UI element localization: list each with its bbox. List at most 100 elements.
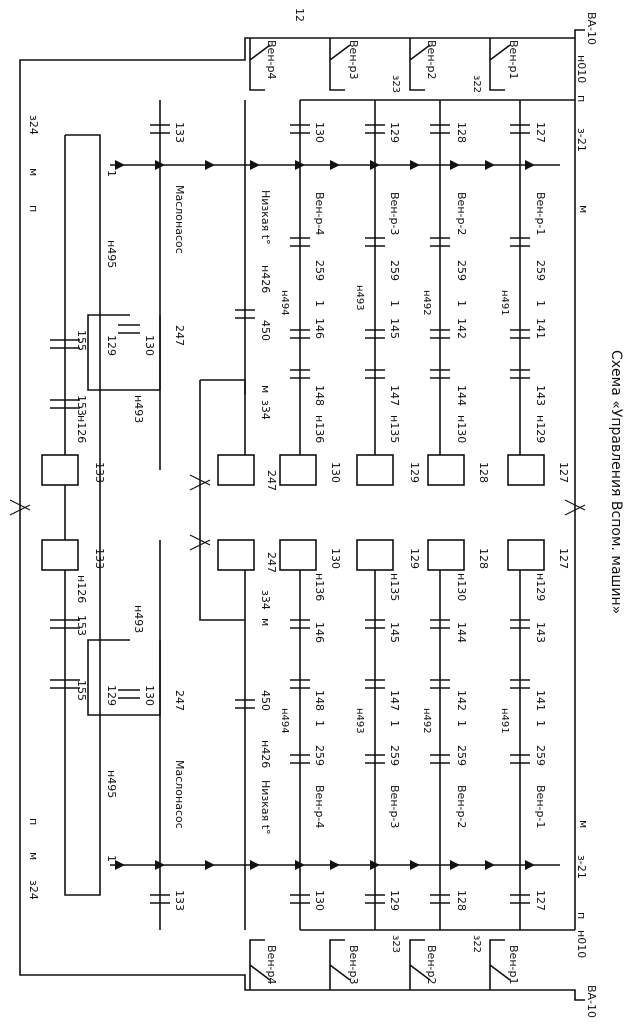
coil-129-label-top: 129 [408, 462, 421, 483]
m-label-left-top: м [27, 168, 40, 176]
contact-129-bottom: 129 [388, 890, 401, 911]
m-label-bottom: м [577, 820, 590, 828]
coil-133-label-bottom: 133 [93, 548, 106, 569]
switch-label-bottom-3: Вен-р3 [347, 945, 360, 984]
coil-130-top [279, 454, 317, 486]
row4-wire-top: н494 [279, 290, 290, 316]
low-temp-c1-top: 450 [259, 320, 272, 341]
switch-label-top-4: Вен-р4 [265, 40, 278, 79]
supply-label-bottom: ВА-10 [585, 985, 598, 1018]
m-label-top: м [577, 205, 590, 213]
p-label-top: п [575, 95, 588, 102]
row2-c1-bottom: 259 [455, 745, 468, 766]
low-temp-name-top: Низкая t° [259, 190, 272, 245]
switch-label-top-1: Вен-р1 [507, 40, 520, 79]
marker-z22-top: з22 [471, 75, 482, 93]
contact-128-top: 128 [455, 122, 468, 143]
coil-128-bottom [427, 539, 465, 571]
low-temp-row-top: Низкая t° н426 450 м з34 247 [199, 190, 278, 621]
bottom-labels: ВА-10 н010 п з-21 м з24 м п [27, 818, 598, 1018]
oil-pump-out-bottom: н126 [75, 575, 88, 603]
row2-c3-top: 142 [455, 318, 468, 339]
contact-133-bottom: 133 [173, 890, 186, 911]
low-temp-c3-top: з34 [259, 400, 272, 420]
bottom-rows: 127 н129 143 141 1 н491 259 Вен-р-1 128 … [279, 539, 570, 828]
low-temp-name-bottom: Низкая t° [259, 780, 272, 835]
coil-130-bottom [279, 539, 317, 571]
p-label-left-top: п [27, 205, 40, 212]
row1-out-bottom: н129 [534, 573, 547, 601]
coil-127-top [507, 454, 545, 486]
row2-out-top: н130 [455, 415, 468, 443]
row1-c1-top: 259 [534, 260, 547, 281]
marker-z22-bottom: з22 [471, 935, 482, 953]
row2-c3-bottom: 142 [455, 690, 468, 711]
switch-label-bottom-4: Вен-р4 [265, 945, 278, 984]
row4-out-top: н136 [313, 415, 326, 443]
switch-label-bottom-1: Вен-р1 [507, 945, 520, 984]
switch-label-top-2: Вен-р2 [425, 40, 438, 79]
oil-pump-c1-bottom: 247 [173, 690, 186, 711]
row2-wire-top: н492 [421, 290, 432, 316]
coil-247-label-top: 247 [265, 470, 278, 491]
top-switches: Вен-р1 Вен-р2 з22 Вен-р3 з23 Вен-р4 [249, 38, 520, 93]
oil-pump-c5-top: 153 [75, 395, 88, 416]
coil-127-bottom [507, 539, 545, 571]
oil-pump-out-top: н126 [75, 415, 88, 443]
switch-label-bottom-2: Вен-р2 [425, 945, 438, 984]
row4-name-bottom: Вен-р-4 [313, 785, 326, 828]
coil-128-label-bottom: 128 [477, 548, 490, 569]
diagram-title: Схема «Управления Вспом. машин» [608, 350, 624, 614]
p-label-bottom: п [575, 912, 588, 919]
z24-label-top: з24 [27, 115, 40, 135]
oil-pump-wire-bottom: н495 [105, 770, 118, 798]
coil-247-bottom [217, 539, 255, 571]
row3-c2-top: 1 [388, 300, 401, 307]
oil-pump-n493-top: н493 [132, 395, 145, 423]
row3-c3-top: 145 [388, 318, 401, 339]
row3-c2-bottom: 1 [388, 720, 401, 727]
row4-c3-bottom: 148 [313, 690, 326, 711]
oil-pump-c1-top: 247 [173, 325, 186, 346]
row1-c3-bottom: 141 [534, 690, 547, 711]
oil-pump-c4-bottom: 155 [75, 680, 88, 701]
row4-c2-bottom: 1 [313, 720, 326, 727]
coil-133-bottom [41, 539, 79, 571]
top-contacts: 127 128 129 130 133 [110, 100, 560, 470]
row3-out-top: н135 [388, 415, 401, 443]
z21-label-top: з-21 [575, 128, 588, 152]
row1-c1-bottom: 259 [534, 745, 547, 766]
top-rows: Вен-р-1 259 н491 1 141 143 н129 127 Вен-… [279, 192, 570, 486]
oil-pump-name-bottom: Маслонасос [173, 760, 186, 829]
coil-128-label-top: 128 [477, 462, 490, 483]
contact-127-top: 127 [534, 122, 547, 143]
page-number: 12 [293, 8, 306, 22]
oil-pump-one-bottom: 1 [105, 855, 118, 862]
supply-label-top: ВА-10 [585, 12, 598, 45]
row2-c2-bottom: 1 [455, 720, 468, 727]
low-temp-c2-top: м [259, 385, 272, 393]
contact-127-bottom: 127 [534, 890, 547, 911]
row2-c4-top: 144 [455, 385, 468, 406]
coil-128-top [427, 454, 465, 486]
row1-name-top: Вен-р-1 [534, 192, 547, 235]
row4-c1-bottom: 259 [313, 745, 326, 766]
low-temp-wire-bottom: н426 [259, 740, 272, 768]
marker-z23-bottom: з23 [390, 935, 401, 953]
p-label-left-bottom: п [27, 818, 40, 825]
switch-label-top-3: Вен-р3 [347, 40, 360, 79]
row1-wire-bottom: н491 [499, 708, 510, 734]
coil-127-label-top: 127 [557, 462, 570, 483]
row3-c4-top: 147 [388, 385, 401, 406]
row3-name-top: Вен-р-3 [388, 192, 401, 235]
oil-pump-c3-bottom: 129 [105, 685, 118, 706]
bus-wires [9, 29, 586, 1001]
bottom-switches: Вен-р1 Вен-р2 з22 Вен-р3 з23 Вен-р4 [249, 935, 520, 990]
row1-c4-top: 143 [534, 385, 547, 406]
z24-label-bottom: з24 [27, 880, 40, 900]
row1-c2-bottom: 1 [534, 720, 547, 727]
oil-pump-c2-top: 130 [143, 335, 156, 356]
row3-out-bottom: н135 [388, 573, 401, 601]
oil-pump-row-top: Маслонасос н495 1 247 130 129 155 153 н1… [41, 170, 186, 486]
row4-c1-top: 259 [313, 260, 326, 281]
